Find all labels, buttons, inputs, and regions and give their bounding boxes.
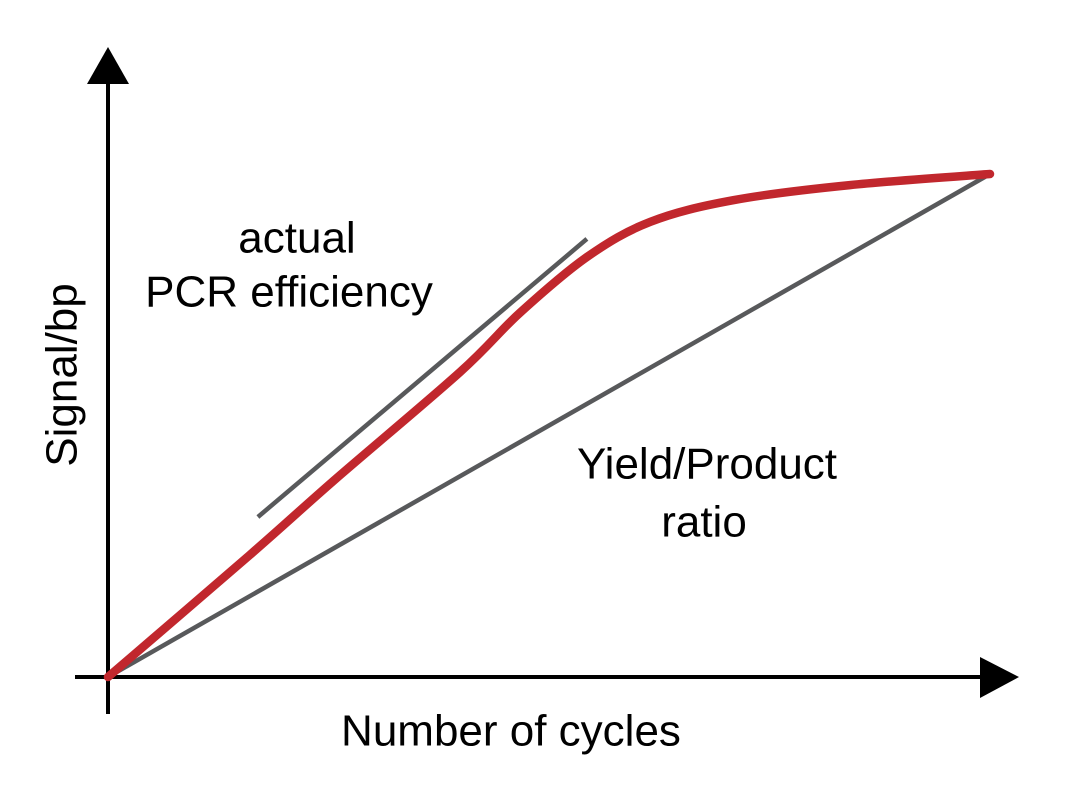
x-axis-label: Number of cycles	[341, 707, 681, 756]
y-axis-label: Signal/bp	[38, 283, 87, 466]
x-axis-arrowhead-icon	[980, 657, 1019, 698]
yield-product-line	[106, 172, 992, 679]
yield-annotation-line2: ratio	[661, 498, 747, 547]
yield-annotation-line1: Yield/Product	[577, 440, 837, 489]
y-axis-arrowhead-icon	[87, 47, 129, 84]
efficiency-annotation-line2: PCR efficiency	[145, 268, 433, 317]
y-axis	[87, 47, 129, 714]
pcr-efficiency-curve	[103, 169, 995, 682]
efficiency-annotation-line1: actual	[238, 214, 355, 263]
tangent-guide-line	[256, 237, 589, 519]
x-axis	[75, 657, 1019, 698]
